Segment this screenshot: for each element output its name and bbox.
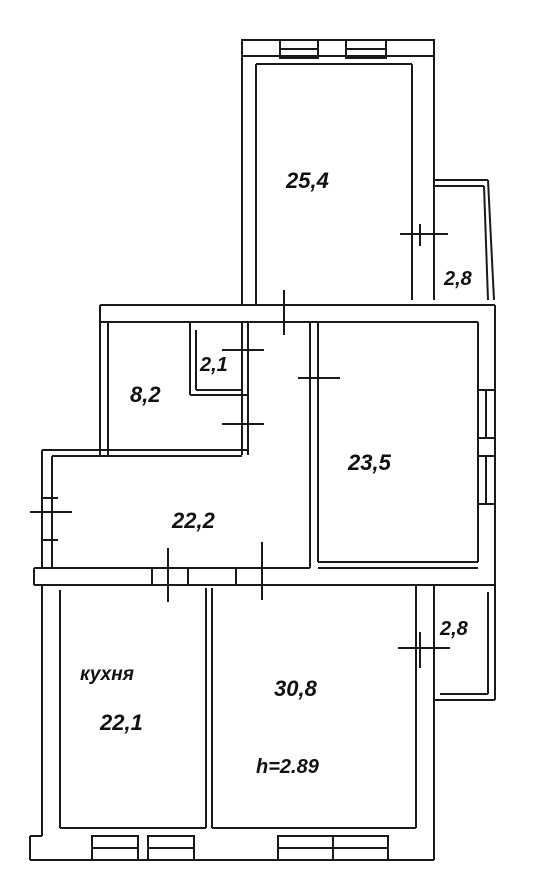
hall-area: 22,2 [172,508,215,533]
top-window [279,39,387,59]
right-room-walls [298,305,496,585]
bottom-balcony-area: 2,8 [440,618,468,640]
top-room-walls [241,39,435,305]
storage-area: 2,1 [200,354,228,376]
kitchen-name: кухня [80,664,134,685]
middle-walls [99,290,495,455]
bottom-balcony-walls [398,584,496,701]
right-room-area: 23,5 [348,450,391,475]
top-room-area: 25,4 [286,168,329,193]
hall-walls [30,449,248,568]
storage-walls [189,322,264,455]
small-room-area: 8,2 [130,382,161,407]
big-room-walls [212,585,435,861]
top-balcony-area: 2,8 [444,268,472,290]
top-balcony-walls [400,179,495,301]
ceiling-height-note: h=2.89 [256,756,319,778]
corridor-walls [33,542,495,602]
kitchen-area: 22,1 [100,710,143,735]
kitchen-walls [29,585,434,861]
kitchen-window [91,835,195,861]
big-room-area: 30,8 [274,676,317,701]
